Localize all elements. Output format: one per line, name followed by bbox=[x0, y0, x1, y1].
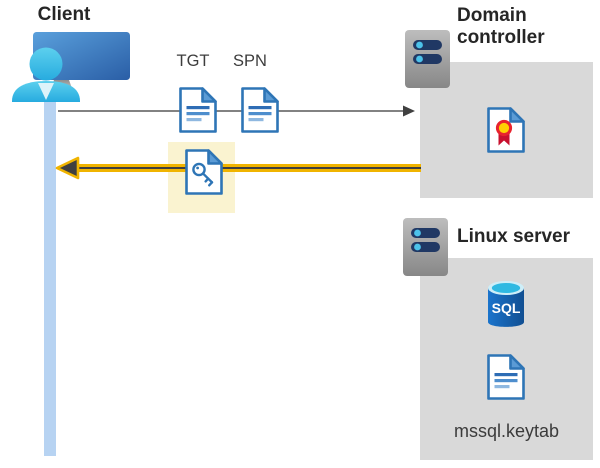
client-label: Client bbox=[37, 4, 91, 25]
client-workstation-icon bbox=[12, 32, 130, 102]
linux-server-label: Linux server bbox=[457, 226, 570, 247]
monitor-icon bbox=[33, 32, 130, 97]
client-lifeline bbox=[44, 96, 56, 456]
domain-controller-box bbox=[420, 62, 593, 198]
service-ticket-highlight bbox=[168, 142, 235, 213]
domain-controller-label: Domain controller bbox=[457, 5, 545, 48]
response-arrow bbox=[55, 156, 421, 180]
keytab-label: mssql.keytab bbox=[453, 421, 560, 441]
person-icon bbox=[12, 47, 80, 102]
request-arrow bbox=[58, 105, 415, 117]
spn-ticket-icon bbox=[241, 87, 279, 133]
tgt-label: TGT bbox=[176, 52, 210, 70]
spn-label: SPN bbox=[233, 52, 267, 70]
tgt-ticket-icon bbox=[179, 87, 217, 133]
